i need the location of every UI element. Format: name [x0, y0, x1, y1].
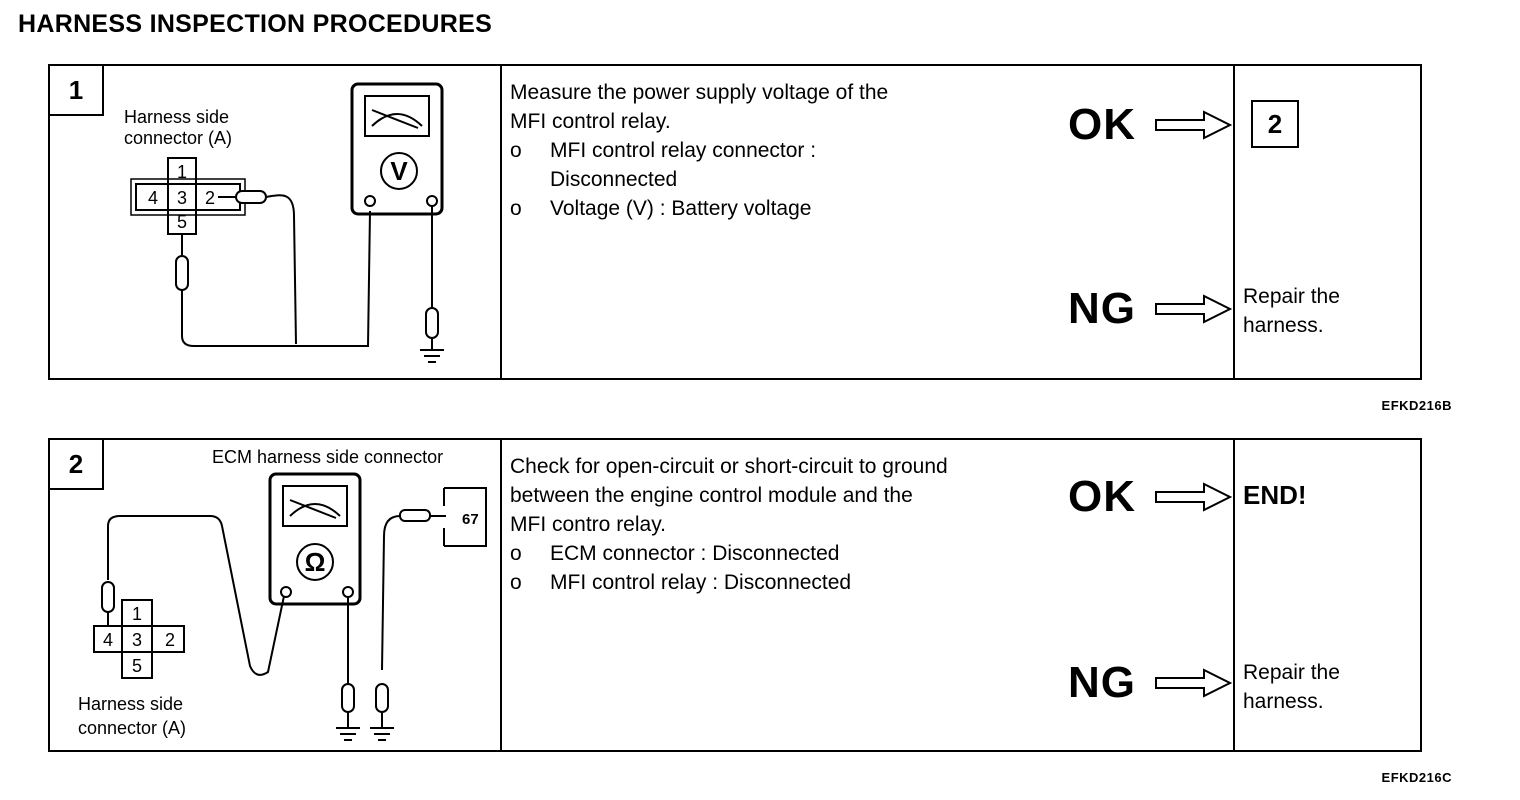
instruction-line: between the engine control module and th…: [510, 484, 913, 507]
step-2-continuity-diagram: ECM harness side connector 67: [78, 447, 487, 741]
ng-result-line: Repair the: [1243, 285, 1340, 308]
step-1-voltage-diagram: Harness side connector (A) 1 4 3 2 5: [124, 82, 444, 363]
page-title: HARNESS INSPECTION PROCEDURES: [18, 10, 493, 38]
connector-label-line2: connector (A): [78, 718, 186, 738]
bullet-marker: o: [510, 542, 522, 565]
instruction-line: MFI contro relay.: [510, 513, 666, 536]
ecm-ground-probe: [370, 683, 394, 741]
pin-2: 2: [165, 630, 175, 650]
meter-ground-probe: [336, 597, 360, 741]
voltmeter: [350, 82, 444, 216]
pin-2: 2: [205, 188, 215, 208]
instruction-line: MFI control relay.: [510, 110, 671, 133]
step-1-result-cell: 2 Repair the harness.: [1233, 66, 1420, 378]
step-1-table: 1 Harness side connector (A) 1 4 3 2 5: [48, 64, 1422, 380]
step-2-table: 2 ECM harness side connector 67: [48, 438, 1422, 752]
probe-pin-4: [101, 581, 115, 626]
wire-pin-4: [107, 515, 285, 676]
pin-4: 4: [103, 630, 113, 650]
step-2-instruction: Check for open-circuit or short-circuit …: [510, 452, 948, 597]
ecm-label: ECM harness side connector: [212, 447, 443, 467]
bullet-item: o MFI control relay connector :: [510, 136, 888, 165]
wire-ecm: [381, 515, 401, 671]
ok-label: OK: [1068, 472, 1136, 521]
bullet-text: MFI control relay connector :: [550, 139, 817, 162]
ok-arrow-icon: [1155, 110, 1233, 140]
step-2-instruction-cell: Check for open-circuit or short-circuit …: [500, 440, 1235, 750]
ng-label: NG: [1068, 284, 1136, 333]
pin-5: 5: [132, 656, 142, 676]
bullet-continuation: Disconnected: [550, 168, 678, 191]
connector-label-line1: Harness side: [124, 107, 229, 127]
step-1-instruction: Measure the power supply voltage of the …: [510, 78, 888, 223]
ecm-pin-67: 67: [462, 511, 479, 528]
ok-arrow-icon: [1155, 482, 1233, 512]
instruction-line: Measure the power supply voltage of the: [510, 81, 889, 104]
ng-result: Repair the harness.: [1243, 282, 1340, 340]
step-2-number: 2: [50, 440, 104, 490]
ok-result-end: END!: [1243, 480, 1307, 510]
ng-arrow-icon: [1155, 294, 1233, 324]
meter-symbol-ohm: Ω: [305, 547, 326, 577]
instruction-line: Check for open-circuit or short-circuit …: [510, 455, 948, 478]
harness-connector-a: [93, 599, 185, 679]
step-2-diagram-cell: 2 ECM harness side connector 67: [50, 440, 502, 750]
ecm-connector: [443, 487, 487, 547]
figure-code: EFKD216C: [1381, 770, 1452, 785]
figure-code: EFKD216B: [1381, 398, 1452, 413]
meter-symbol-v: V: [390, 156, 408, 186]
connector-label-line1: Harness side: [78, 694, 183, 714]
pin-5: 5: [177, 212, 187, 232]
pin-1: 1: [177, 162, 187, 182]
ng-arrow-icon: [1155, 668, 1233, 698]
connector-label-line2: connector (A): [124, 128, 232, 148]
wire-pin-2: [265, 194, 297, 345]
ecm-probe: [399, 509, 446, 522]
go-to-step-2[interactable]: 2: [1251, 100, 1299, 148]
step-2-result-cell: END! Repair the harness.: [1233, 440, 1420, 750]
ohmmeter: [268, 472, 362, 606]
bullet-item: o MFI control relay : Disconnected: [510, 568, 948, 597]
ng-result: Repair the harness.: [1243, 658, 1340, 716]
bullet-item: o ECM connector : Disconnected: [510, 539, 948, 568]
bullet-item: o Voltage (V) : Battery voltage: [510, 194, 888, 223]
ng-label: NG: [1068, 658, 1136, 707]
bullet-marker: o: [510, 139, 522, 162]
step-1-number: 1: [50, 66, 104, 116]
wire-pin-5: [181, 210, 371, 347]
step-1-instruction-cell: Measure the power supply voltage of the …: [500, 66, 1235, 378]
pin-1: 1: [132, 604, 142, 624]
probe-pin-2: [218, 190, 267, 204]
ng-result-line: Repair the: [1243, 661, 1340, 684]
bullet-text: ECM connector : Disconnected: [550, 542, 840, 565]
probe-pin-5: [175, 234, 189, 291]
ng-result-line: harness.: [1243, 314, 1324, 337]
ng-result-line: harness.: [1243, 690, 1324, 713]
pin-3: 3: [132, 630, 142, 650]
step-1-diagram-cell: 1 Harness side connector (A) 1 4 3 2 5: [50, 66, 502, 378]
ground-probe: [420, 206, 444, 363]
bullet-text: Voltage (V) : Battery voltage: [550, 197, 812, 220]
bullet-text: MFI control relay : Disconnected: [550, 571, 852, 594]
ok-label: OK: [1068, 100, 1136, 149]
pin-3: 3: [177, 188, 187, 208]
bullet-marker: o: [510, 571, 522, 594]
bullet-marker: o: [510, 197, 522, 220]
pin-4: 4: [148, 188, 158, 208]
